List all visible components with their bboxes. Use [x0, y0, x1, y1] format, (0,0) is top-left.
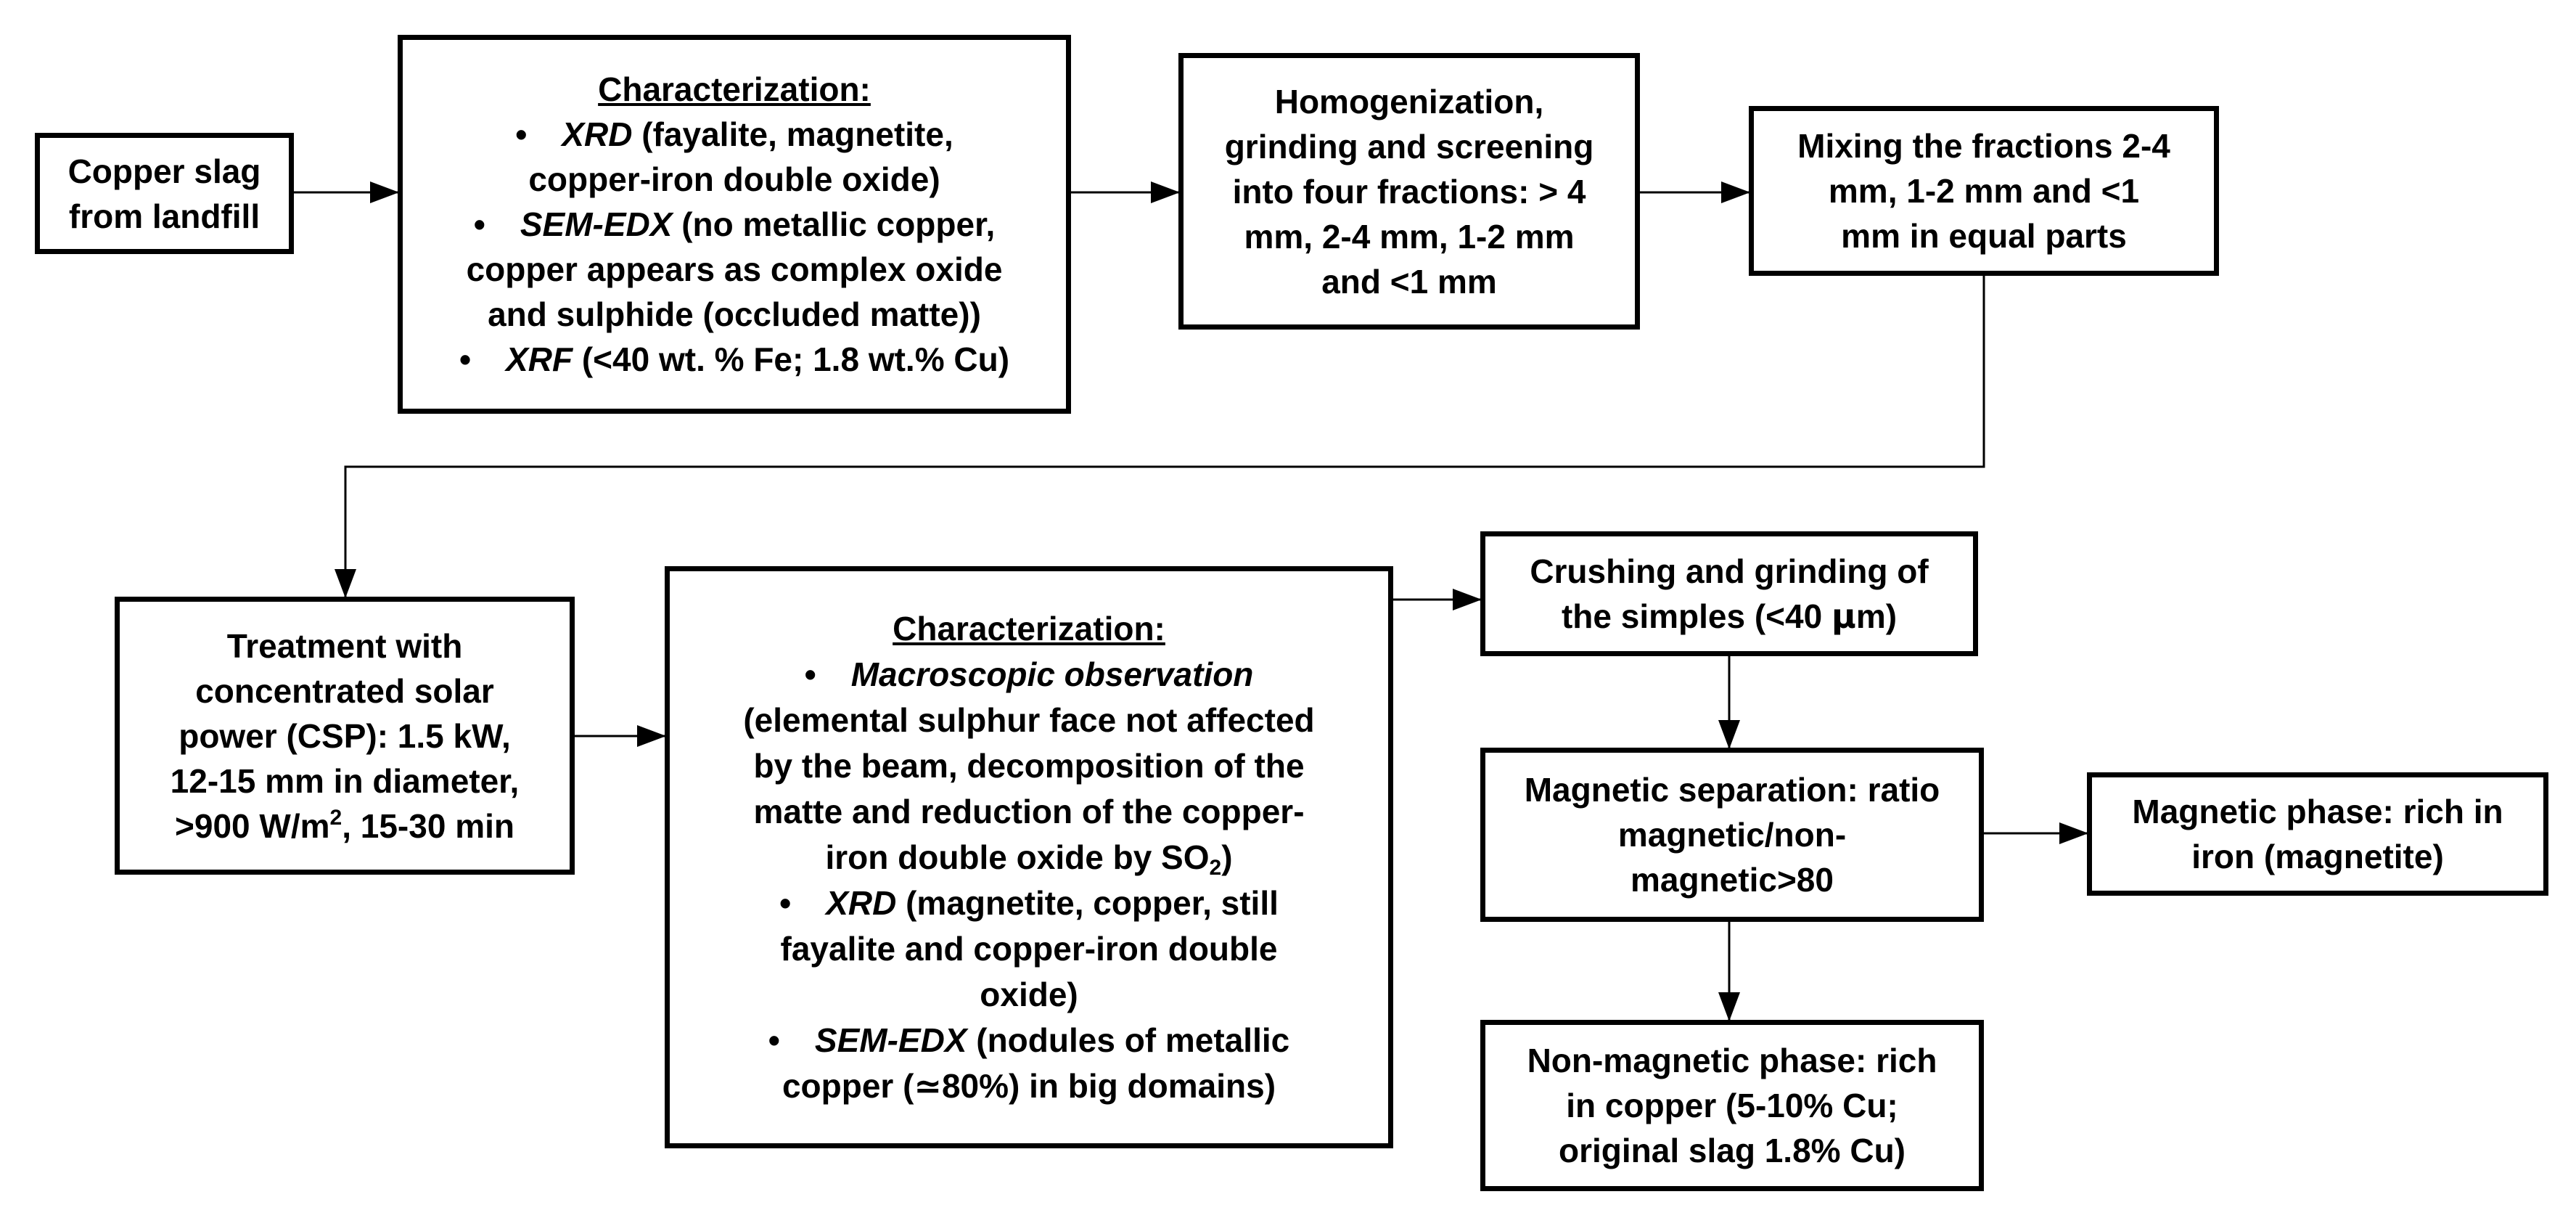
homogenization-line-4: mm, 2-4 mm, 1-2 mm — [1244, 217, 1575, 256]
treatment-line-2: concentrated solar — [195, 671, 494, 710]
char2-macro-text-4-post: ) — [1221, 838, 1233, 876]
char1-xrd-text-1: (fayalite, magnetite, — [641, 115, 953, 153]
magnetic-phase-line-1: Magnetic phase: rich in — [2132, 793, 2503, 830]
char2-sem-text-2: copper (≃80%) in big domains) — [782, 1066, 1276, 1105]
char2-xrd-text-2: fayalite and copper-iron double — [780, 929, 1278, 968]
char2-macro-text-2: by the beam, decomposition of the — [753, 746, 1305, 785]
homogenization-line-5: and <1 mm — [1321, 262, 1497, 301]
treatment-box: Treatment with concentrated solar power … — [115, 597, 575, 875]
crushing-box: Crushing and grinding of the simples (<4… — [1480, 531, 1978, 656]
crushing-line-1: Crushing and grinding of — [1530, 552, 1929, 590]
magnetic-phase-line-2: iron (magnetite) — [2191, 838, 2444, 875]
homogenization-line-3: into four fractions: > 4 — [1232, 172, 1586, 211]
mixing-line-1: Mixing the fractions 2-4 — [1797, 127, 2170, 165]
copper-slag-line-2: from landfill — [68, 197, 261, 235]
char2-macro-text-1: (elemental sulphur face not affected — [743, 700, 1315, 739]
bullet-icon: • — [779, 883, 792, 922]
bullet-icon: • — [515, 115, 528, 153]
homogenization-line-1: Homogenization, — [1274, 82, 1544, 120]
treatment-line-5-pre: >900 W/m — [175, 806, 330, 845]
char2-macro-item: • Macroscopic observation — [805, 652, 1254, 698]
treatment-line-5-sup: 2 — [329, 805, 342, 830]
crushing-line-2: the simples (<40 μm) — [1562, 594, 1897, 639]
treatment-line-1: Treatment with — [226, 626, 463, 665]
arrow-mixing-to-treatment — [335, 276, 1985, 598]
bullet-icon: • — [459, 340, 472, 378]
characterization-box-2: Characterization: • Macroscopic observati… — [665, 566, 1393, 1148]
treatment-line-3: power (CSP): 1.5 kW, — [179, 716, 511, 755]
char2-macro-text-3: matte and reduction of the copper- — [753, 792, 1305, 830]
char1-sem-text-1: (no metallic copper, — [681, 205, 996, 243]
char2-macro-text-4: iron double oxide by SO2) — [825, 835, 1232, 880]
char1-sem-text-3: and sulphide (occluded matte)) — [488, 295, 981, 333]
treatment-line-4: 12-15 mm in diameter, — [170, 761, 520, 800]
crushing-line-2-pre: the simples (<40 — [1561, 597, 1831, 635]
homogenization-box: Homogenization, grinding and screening i… — [1178, 53, 1640, 330]
non-magnetic-phase-line-2: in copper (5-10% Cu; — [1566, 1087, 1898, 1124]
magnetic-separation-line-2: magnetic/non- — [1617, 816, 1847, 854]
char2-macro-label: Macroscopic observation — [850, 655, 1254, 693]
non-magnetic-phase-box: Non-magnetic phase: rich in copper (5-10… — [1480, 1020, 1984, 1191]
magnetic-separation-box: Magnetic separation: ratio magnetic/non-… — [1480, 748, 1984, 922]
char2-sem-text-1: (nodules of metallic — [976, 1021, 1290, 1059]
char1-xrd-label: XRD — [562, 115, 633, 153]
char1-sem-label: SEM-EDX — [520, 205, 673, 243]
char1-xrf-text: (<40 wt. % Fe; 1.8 wt.% Cu) — [581, 340, 1010, 378]
mu-symbol: μ — [1831, 597, 1856, 636]
magnetic-separation-line-1: Magnetic separation: ratio — [1524, 771, 1940, 809]
char2-xrd-text-3: oxide) — [980, 975, 1078, 1013]
char1-sem-item: • SEM-EDX (no metallic copper, — [474, 202, 995, 247]
homogenization-line-2: grinding and screening — [1224, 127, 1594, 165]
char1-xrd-text-2: copper-iron double oxide) — [528, 160, 940, 198]
char2-sem-item: • SEM-EDX (nodules of metallic — [768, 1018, 1289, 1063]
crushing-line-2-post: m) — [1855, 597, 1898, 635]
char2-sem-label: SEM-EDX — [814, 1021, 967, 1059]
char2-macro-text-4-sub: 2 — [1209, 855, 1222, 880]
bullet-icon: • — [804, 655, 816, 693]
char1-xrf-label: XRF — [506, 340, 573, 378]
char2-macro-text-4-pre: iron double oxide by SO — [825, 838, 1210, 876]
char2-xrd-label: XRD — [826, 883, 897, 922]
mixing-box: Mixing the fractions 2-4 mm, 1-2 mm and … — [1749, 106, 2219, 276]
characterization-box-1: Characterization: • XRD (fayalite, magnet… — [398, 35, 1071, 414]
characterization-1-title: Characterization: — [598, 70, 871, 108]
char1-sem-text-2: copper appears as complex oxide — [466, 250, 1003, 288]
non-magnetic-phase-line-3: original slag 1.8% Cu) — [1559, 1132, 1906, 1169]
magnetic-phase-box: Magnetic phase: rich in iron (magnetite) — [2087, 772, 2548, 896]
char2-xrd-text-1: (magnetite, copper, still — [906, 883, 1279, 922]
bullet-icon: • — [473, 205, 485, 243]
mixing-line-2: mm, 1-2 mm and <1 — [1828, 172, 2140, 210]
treatment-line-5: >900 W/m2, 15-30 min — [175, 804, 514, 849]
non-magnetic-phase-line-1: Non-magnetic phase: rich — [1527, 1042, 1937, 1079]
char2-xrd-item: • XRD (magnetite, copper, still — [779, 880, 1279, 926]
bullet-icon: • — [768, 1021, 780, 1059]
copper-slag-line-1: Copper slag — [67, 152, 261, 190]
treatment-line-5-post: , 15-30 min — [342, 806, 514, 845]
char1-xrf-item: • XRF (<40 wt. % Fe; 1.8 wt.% Cu) — [459, 337, 1009, 382]
characterization-2-title: Characterization: — [893, 609, 1165, 647]
magnetic-separation-line-3: magnetic>80 — [1630, 861, 1834, 899]
mixing-line-3: mm in equal parts — [1841, 217, 2127, 255]
copper-slag-box: Copper slag from landfill — [35, 133, 294, 254]
char1-xrd-item: • XRD (fayalite, magnetite, — [515, 112, 953, 157]
